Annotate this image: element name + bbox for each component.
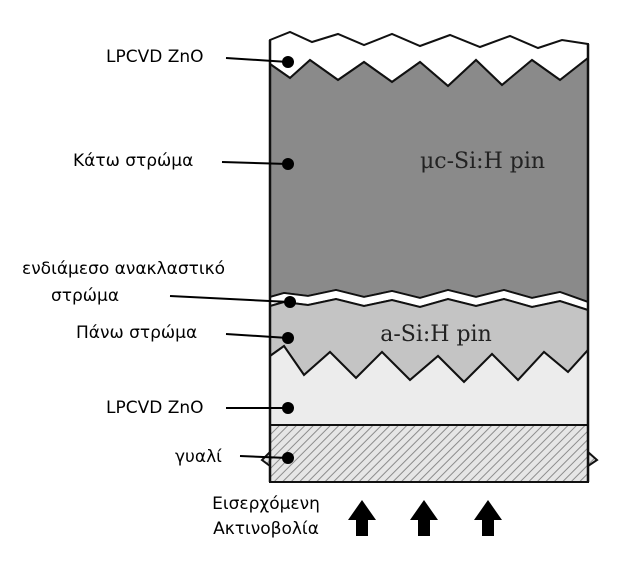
arrow-up-icon — [348, 500, 376, 536]
label-incoming-line1: Εισερχόμενη — [212, 494, 320, 514]
glass-layer — [260, 424, 599, 483]
label-intermediate-line2: στρώμα — [51, 286, 120, 306]
label-glass: γυαλί — [175, 447, 222, 467]
arrow-up-icon — [410, 500, 438, 536]
a-si-text: a-Si:H pin — [380, 322, 492, 347]
label-incoming-line2: Ακτινοβολία — [213, 519, 319, 539]
label-lpcvd-zno-bottom: LPCVD ZnO — [106, 398, 204, 418]
label-intermediate-line1: ενδιάμεσο ανακλαστικό — [22, 259, 226, 279]
uc-si-layer — [269, 55, 589, 304]
label-lpcvd-zno-top: LPCVD ZnO — [106, 47, 204, 67]
arrow-up-icon — [474, 500, 502, 536]
label-top-cell: Πάνω στρώμα — [76, 323, 198, 343]
incoming-light-arrows — [348, 500, 502, 536]
leader-lines — [169, 57, 291, 459]
leader-dots — [282, 56, 296, 464]
uc-si-text: μc-Si:H pin — [420, 149, 545, 174]
label-bottom-cell: Κάτω στρώμα — [73, 151, 194, 171]
